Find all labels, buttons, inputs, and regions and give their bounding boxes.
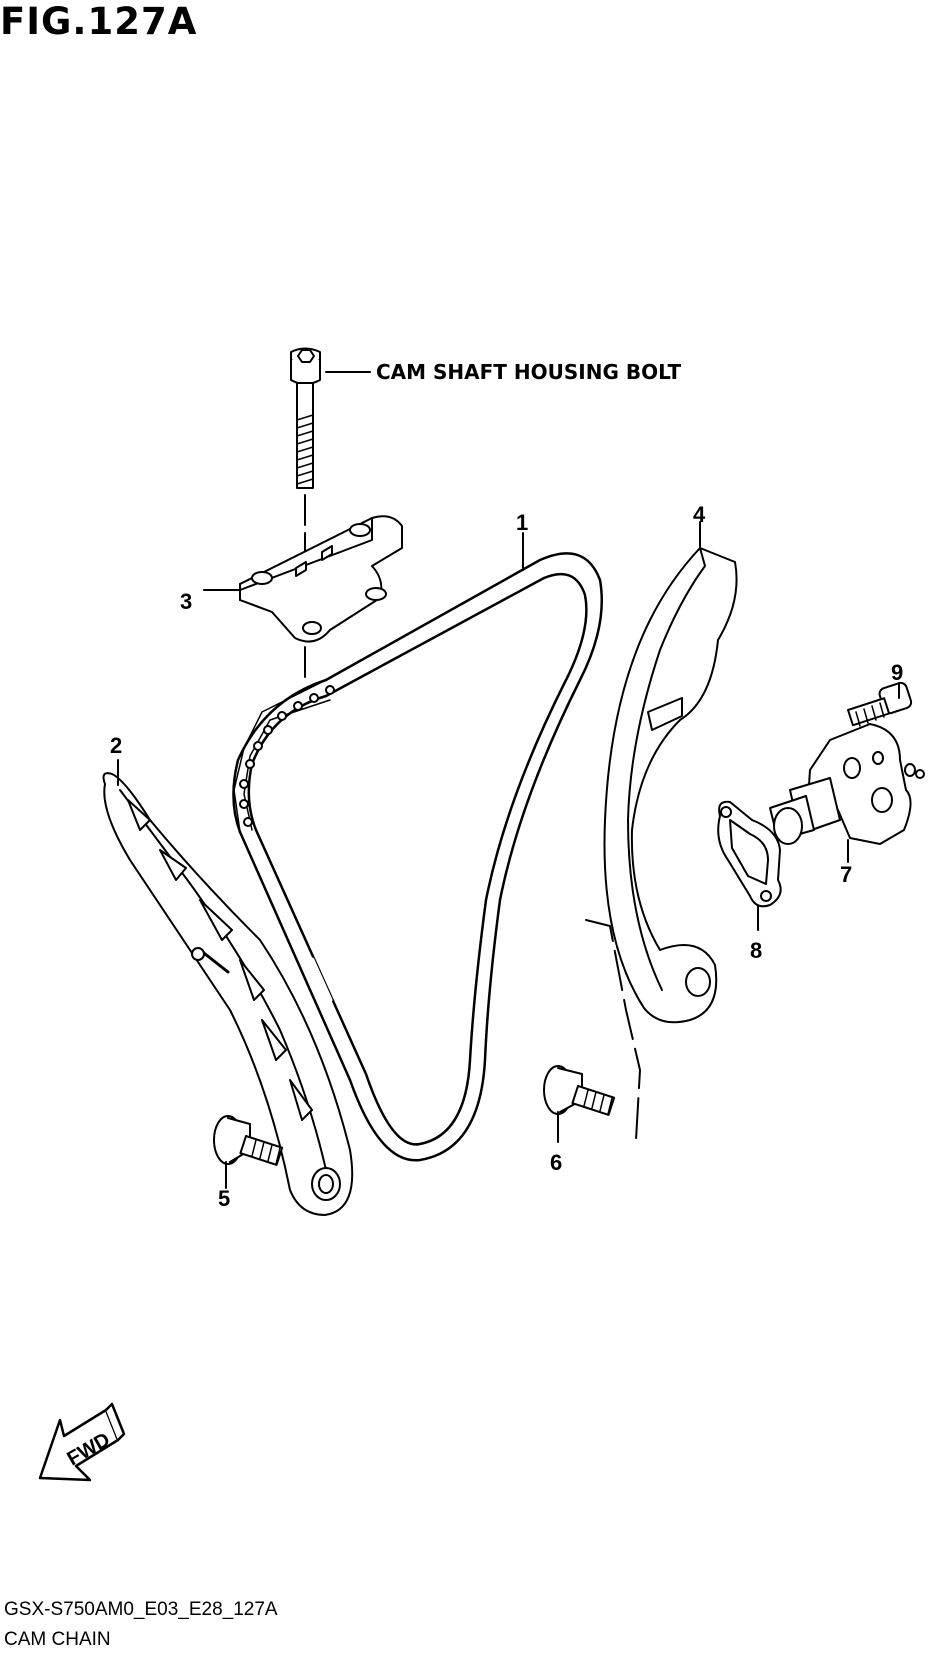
- callout-5: 5: [218, 1186, 230, 1211]
- guide-line-6: [585, 919, 641, 1141]
- cam-chain: [232, 552, 603, 1162]
- section-name: CAM CHAIN: [4, 1629, 111, 1650]
- callout-4: 4: [693, 502, 706, 527]
- callout-8: 8: [750, 938, 762, 963]
- callout-9: 9: [891, 660, 903, 685]
- gasket: [717, 800, 782, 908]
- fwd-arrow-icon: FWD: [38, 1402, 126, 1482]
- callout-6: 6: [550, 1150, 562, 1175]
- cam-shaft-housing-bolt-label: CAM SHAFT HOUSING BOLT: [376, 360, 682, 384]
- tensioner-adjuster: [769, 723, 925, 845]
- bolt-left: [213, 1115, 284, 1166]
- tensioner-bolt: [846, 681, 913, 727]
- figure-title: FIG.127A: [0, 0, 198, 43]
- cam-chain-guide-top: [239, 515, 403, 643]
- bolt-right: [543, 1065, 616, 1116]
- callout-1: 1: [516, 510, 528, 535]
- callout-7: 7: [840, 862, 852, 887]
- cam-chain-tensioner-arm: [603, 547, 738, 1024]
- callout-2: 2: [110, 733, 122, 758]
- cam-chain-guide-rear: [102, 772, 354, 1216]
- model-code: GSX-S750AM0_E03_E28_127A: [4, 1599, 278, 1620]
- callout-3: 3: [180, 589, 192, 614]
